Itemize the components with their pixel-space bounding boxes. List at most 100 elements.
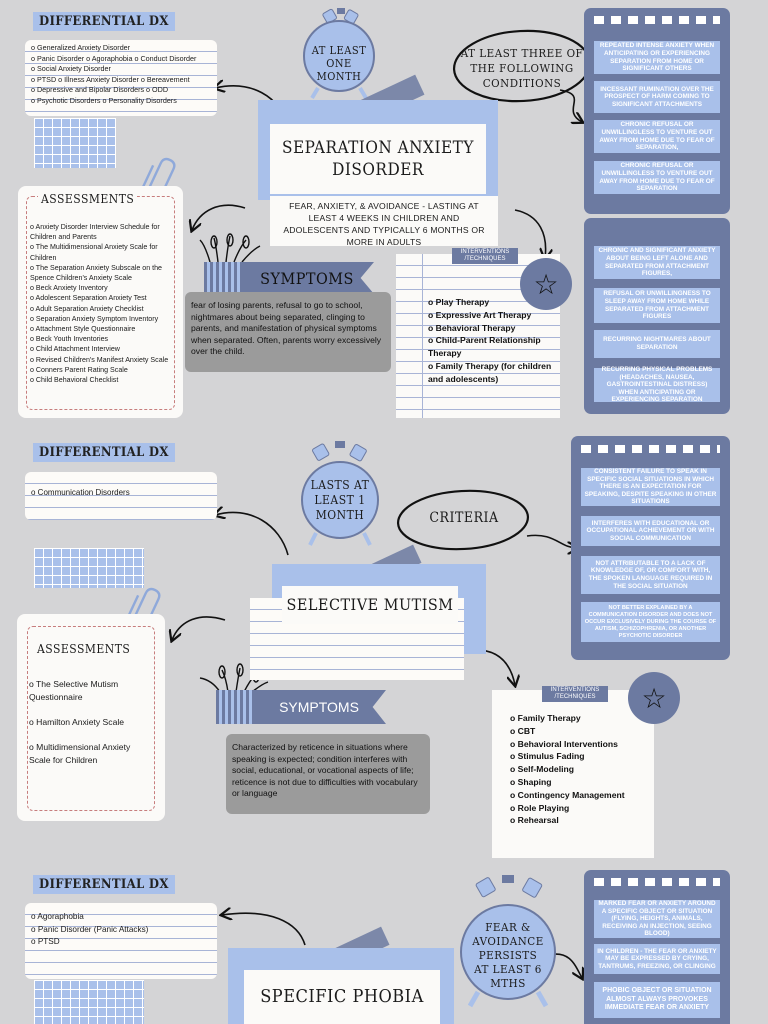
list-item: o PTSD o Illness Anxiety Disorder o Bere… <box>31 74 190 84</box>
list-item: o Child Behavioral Checklist <box>30 376 119 385</box>
assess-title-2: ASSESSMENTS <box>37 642 131 656</box>
summary-1: FEAR, ANXIETY, & AVOIDANCE - LASTING AT … <box>270 196 498 247</box>
interv-list-2: o Family Therapy o CBT o Behavioral Inte… <box>510 712 648 827</box>
list-item: o PTSD <box>31 937 60 946</box>
dx-title-3: DIFFERENTIAL DX <box>33 875 175 894</box>
bubble-text-2: CRITERIA <box>429 510 499 526</box>
list-item: o Beck Anxiety Inventory <box>30 284 108 293</box>
symptoms-text-2: Characterized by reticence in situations… <box>226 734 430 814</box>
list-item: o Multidimensional Anxiety Scale for Chi… <box>29 742 131 765</box>
criteria-film-1: REPEATED INTENSE ANXIETY WHEN ANTICIPATI… <box>584 8 730 214</box>
arrow-to-criteria-2 <box>526 534 577 548</box>
list-item: o Rehearsal <box>510 815 559 826</box>
list-item: o The Multidimensional Anxiety Scale for… <box>30 243 158 262</box>
arrow-to-assess-1 <box>192 204 246 230</box>
list-item: o The Separation Anxiety Subscale on the… <box>30 263 162 283</box>
arrow-to-dx-2 <box>215 512 289 556</box>
dx-list-1: o Generalized Anxiety Disorder o Panic D… <box>25 40 217 116</box>
star-icon-1: ☆ <box>520 258 572 310</box>
list-item: o Self-Modeling <box>510 764 574 775</box>
grid-deco <box>34 980 144 1024</box>
list-item: o Social Anxiety Disorder <box>31 64 111 73</box>
clock-text-3: FEAR & AVOIDANCE PERSISTS AT LEAST 6 MTH… <box>472 920 544 990</box>
list-item: o Shaping <box>510 776 552 787</box>
interv-card-2: INTERVENTIONS /TECHNIQUES o Family Thera… <box>492 686 654 858</box>
interv-title-1: INTERVENTIONS /TECHNIQUES <box>452 248 518 264</box>
list-item: o Adult Separation Anxiety Checklist <box>30 304 144 313</box>
film-holes <box>594 878 720 886</box>
sprout-icon-1 <box>199 233 261 263</box>
dx-title-1: DIFFERENTIAL DX <box>33 12 175 31</box>
criteria-cell: IN CHILDREN - THE FEAR OR ANXIETY MAY BE… <box>594 944 720 974</box>
film-holes <box>581 445 720 453</box>
dx-title-2: DIFFERENTIAL DX <box>33 443 175 462</box>
criteria-cell: NOT ATTRIBUTABLE TO A LACK OF KNOWLEDGE … <box>581 556 720 594</box>
symptoms-text-1: fear of losing parents, refusal to go to… <box>185 292 391 372</box>
list-item: o Attachment Style Questionnaire <box>30 325 136 334</box>
dx-list-2: o Communication Disorders <box>25 472 217 520</box>
list-item: o Generalized Anxiety Disorder <box>31 43 131 52</box>
criteria-cell: RECURRING PHYSICAL PROBLEMS (HEADACHES, … <box>594 366 720 403</box>
banner-stripes-1 <box>204 262 240 294</box>
list-item: o CBT <box>510 725 536 736</box>
arrow-to-interv-2 <box>469 649 515 685</box>
arrow-to-interv-1 <box>514 209 546 258</box>
criteria-cell: INCESSANT RUMINATION OVER THE PROSPECT O… <box>594 81 720 113</box>
bubble-text-1: AT LEAST THREE OF THE FOLLOWING CONDITIO… <box>460 46 584 90</box>
criteria-cell: CHRONIC REFUSAL OR UNWILLINGLESS TO VENT… <box>594 161 720 194</box>
clock-icon-2 <box>301 441 379 546</box>
page-title-3: SPECIFIC PHOBIA <box>244 970 440 1024</box>
list-item: o Depressive and Bipolar Disorders o ODD <box>31 85 169 94</box>
criteria-film-2: CHRONIC AND SIGNIFICANT ANXIETY ABOUT BE… <box>584 218 730 414</box>
film-holes <box>594 16 720 24</box>
list-item: o Separation Anxiety Symptom Inventory <box>30 314 159 323</box>
list-item: o Behavioral Therapy <box>428 322 516 333</box>
assess-list-1: o Anxiety Disorder Interview Schedule fo… <box>30 222 169 385</box>
list-item: o Adolescent Separation Anxiety Test <box>30 294 147 303</box>
list-item: o Revised Children's Manifest Anxiety Sc… <box>30 355 169 364</box>
assess-list-2: o The Selective Mutism Questionnaire o H… <box>29 678 151 767</box>
list-item: o Child Attachment Interview <box>30 345 120 354</box>
page-title-1: SEPARATION ANXIETY DISORDER <box>270 124 486 194</box>
arrow-to-assess-2 <box>172 616 226 640</box>
list-item: o Beck Youth Inventories <box>30 335 109 344</box>
criteria-cell: CONSISTENT FAILURE TO SPEAK IN SPECIFIC … <box>581 468 720 506</box>
criteria-cell: RECURRING NIGHTMARES ABOUT SEPARATION <box>594 330 720 358</box>
dx-list-3: o Agoraphobia o Panic Disorder (Panic At… <box>25 903 217 979</box>
list-item: o Panic Disorder o Agoraphobia o Conduct… <box>31 53 197 63</box>
list-item: o Family Therapy (for children and adole… <box>428 360 552 384</box>
bubble-outline-2 <box>396 489 530 551</box>
list-item: o Contingency Management <box>510 789 625 800</box>
list-item: o Conners Parent Rating Scale <box>30 365 128 374</box>
criteria-cell: INTERFERES WITH EDUCATIONAL OR OCCUPATIO… <box>581 516 720 546</box>
clock-text-2: LASTS AT LEAST 1 MONTH <box>310 478 370 522</box>
criteria-film-3: CONSISTENT FAILURE TO SPEAK IN SPECIFIC … <box>571 436 730 660</box>
interv-list-1: o Play Therapy o Expressive Art Therapy … <box>428 296 552 386</box>
list-item: o Play Therapy <box>428 297 490 307</box>
list-item: o Family Therapy <box>510 713 581 723</box>
grid-deco <box>34 548 144 588</box>
list-item: o Agoraphobia <box>31 912 84 921</box>
criteria-cell: PHOBIC OBJECT OR SITUATION ALMOST ALWAYS… <box>594 982 720 1018</box>
list-item: o Communication Disorders <box>31 488 130 497</box>
grid-deco <box>34 118 116 168</box>
list-item: o Child-Parent Relationship Therapy <box>428 335 541 359</box>
symptoms-banner-1: SYMPTOMS <box>240 262 374 294</box>
arrow-to-criteria-1 <box>559 89 582 122</box>
star-icon-2: ☆ <box>628 672 680 724</box>
criteria-cell: MARKED FEAR OR ANXIETY AROUND A SPECIFIC… <box>594 900 720 938</box>
criteria-cell: CHRONIC AND SIGNIFICANT ANXIETY ABOUT BE… <box>594 246 720 279</box>
list-item: o Panic Disorder (Panic Attacks) <box>31 924 149 934</box>
symptoms-banner-2: SYMPTOMS <box>252 690 386 724</box>
page-title-2: SELECTIVE MUTISM <box>282 586 458 624</box>
list-item: o Stimulus Fading <box>510 751 585 762</box>
clock-text-1: AT LEAST ONE MONTH <box>311 44 367 83</box>
clock-icon-3 <box>460 875 556 1008</box>
criteria-cell: REPEATED INTENSE ANXIETY WHEN ANTICIPATI… <box>594 41 720 74</box>
dashed-border <box>27 626 155 811</box>
list-item: o Role Playing <box>510 802 570 813</box>
assess-title-1: ASSESSMENTS <box>38 192 138 206</box>
criteria-cell: CHRONIC REFUSAL OR UNWILLINGLESS TO VENT… <box>594 120 720 153</box>
assess-card-2: ASSESSMENTS o The Selective Mutism Quest… <box>17 614 165 821</box>
